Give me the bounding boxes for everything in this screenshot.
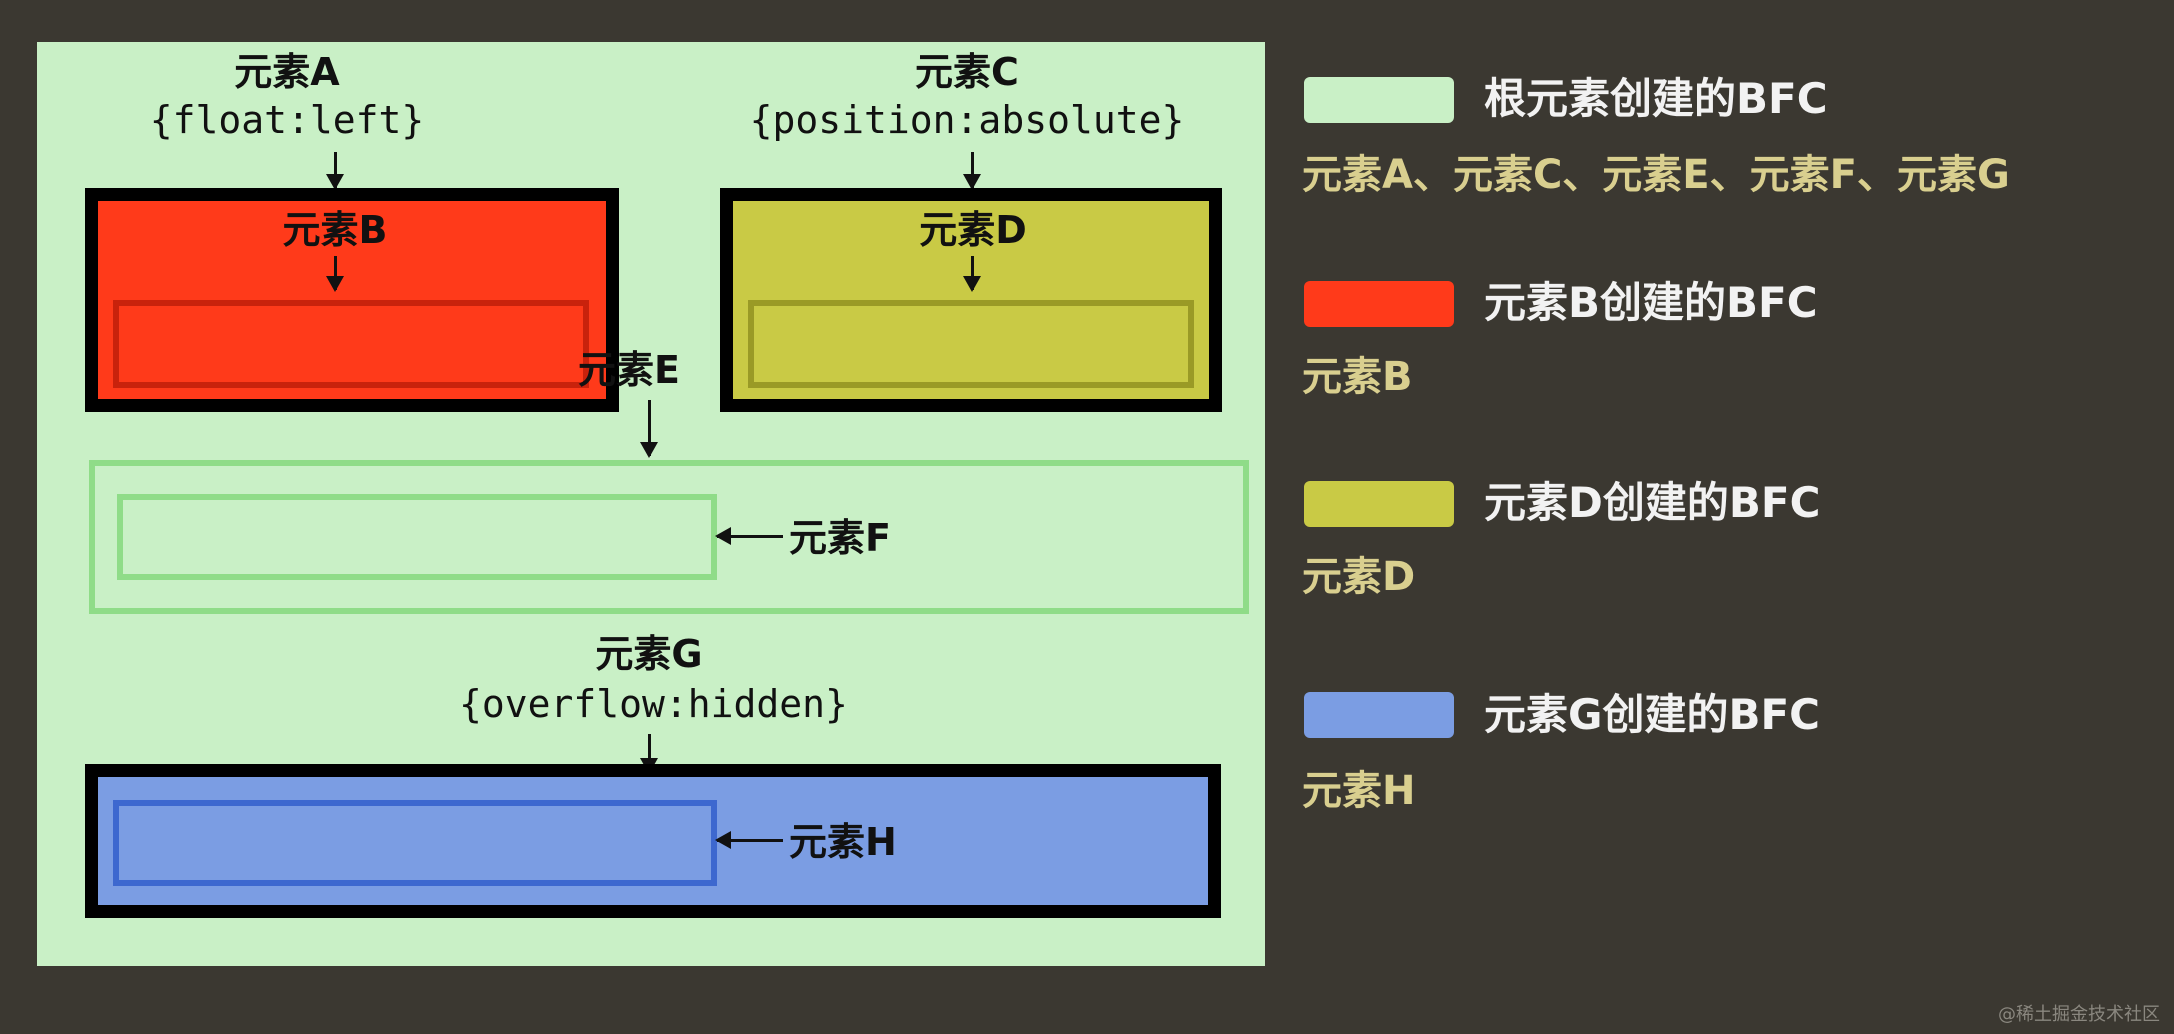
box-element-d-child bbox=[748, 300, 1194, 388]
code-element-c: {position:absolute} bbox=[749, 98, 1185, 142]
legend-swatch-root bbox=[1304, 77, 1454, 123]
arrow-c-to-d bbox=[963, 152, 981, 190]
diagram-canvas: 元素A {float:left} 元素B 元素C {position:absol… bbox=[37, 42, 1265, 966]
legend-title-root: 根元素创建的BFC bbox=[1484, 74, 1828, 123]
label-element-b: 元素B bbox=[282, 208, 388, 252]
legend-title-b: 元素B创建的BFC bbox=[1484, 278, 1818, 327]
code-element-a: {float:left} bbox=[149, 98, 425, 142]
box-element-f bbox=[117, 494, 717, 580]
legend-swatch-d bbox=[1304, 481, 1454, 527]
legend-members-root: 元素A、元素C、元素E、元素F、元素G bbox=[1302, 152, 2010, 198]
label-element-e: 元素E bbox=[578, 348, 680, 392]
label-element-g: 元素G bbox=[595, 632, 703, 676]
legend-title-g: 元素G创建的BFC bbox=[1484, 690, 1821, 739]
arrow-e bbox=[640, 400, 658, 458]
arrow-d bbox=[963, 256, 981, 292]
arrow-a-to-b bbox=[326, 152, 344, 190]
label-element-c: 元素C bbox=[915, 50, 1019, 94]
watermark: @稀土掘金技术社区 bbox=[1998, 1004, 2160, 1025]
legend-title-d: 元素D创建的BFC bbox=[1484, 478, 1821, 527]
box-element-h bbox=[113, 800, 717, 886]
legend-swatch-b bbox=[1304, 281, 1454, 327]
legend-members-d: 元素D bbox=[1302, 554, 1416, 600]
legend-members-b: 元素B bbox=[1302, 354, 1413, 400]
box-element-b-child bbox=[113, 300, 589, 388]
label-element-f: 元素F bbox=[789, 516, 891, 560]
arrow-h bbox=[715, 831, 783, 849]
legend-members-g: 元素H bbox=[1302, 768, 1416, 814]
arrow-b bbox=[326, 256, 344, 292]
code-element-g: {overflow:hidden} bbox=[459, 682, 848, 726]
label-element-a: 元素A bbox=[234, 50, 340, 94]
label-element-h: 元素H bbox=[789, 820, 897, 864]
legend-swatch-g bbox=[1304, 692, 1454, 738]
label-element-d: 元素D bbox=[919, 208, 1027, 252]
arrow-f bbox=[715, 527, 783, 545]
